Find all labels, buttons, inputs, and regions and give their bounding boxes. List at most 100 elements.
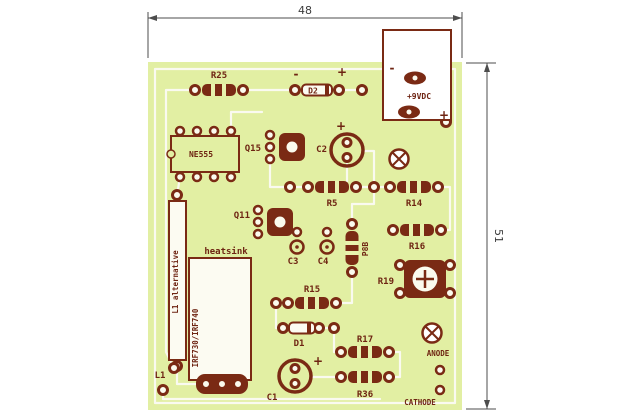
arrowhead-right <box>453 15 462 21</box>
arrowhead-left <box>148 15 157 21</box>
pad <box>252 228 264 240</box>
pad <box>335 346 347 358</box>
pad <box>252 204 264 216</box>
inductor-outline <box>168 200 187 361</box>
resistor-body <box>348 346 382 358</box>
via-pad <box>157 384 169 396</box>
resistor-stripe <box>345 251 359 255</box>
pad <box>208 125 220 137</box>
resistor-r5: R5 <box>302 181 362 209</box>
via-pad <box>368 181 380 193</box>
pad <box>216 378 228 390</box>
pad <box>435 224 447 236</box>
battery-label: +9VDC <box>407 92 431 101</box>
trace <box>268 157 310 189</box>
diode-body <box>288 321 316 335</box>
label-r17: R17 <box>357 335 373 345</box>
board-edge-trace <box>153 67 457 405</box>
resistor-r15: R15 <box>282 285 342 309</box>
pad <box>174 125 186 137</box>
diode-body <box>301 83 333 97</box>
resistor-r16: R16 <box>387 224 447 252</box>
pad <box>232 378 244 390</box>
pad <box>346 266 358 278</box>
pad <box>289 84 301 96</box>
resistor-body <box>202 84 236 96</box>
trace <box>350 185 376 226</box>
pad <box>350 181 362 193</box>
capacitor-ring <box>329 132 365 168</box>
label-p8b: P8B <box>361 242 370 257</box>
diode-d1: D1 <box>277 321 325 349</box>
label-heatsink: heatsink <box>204 246 248 257</box>
battery-plus-sign: + <box>439 108 449 122</box>
pad <box>264 153 276 165</box>
label-ne555: NE555 <box>189 150 213 159</box>
trace <box>229 110 264 133</box>
pad <box>302 181 314 193</box>
ic-ne555: NE555 <box>166 125 240 183</box>
pad <box>289 378 301 389</box>
pad <box>291 226 303 238</box>
capacitor-c4: C4 <box>318 226 335 267</box>
pad <box>289 363 301 374</box>
label-anode: ANODE <box>427 349 450 358</box>
resistor-stripe <box>409 224 413 236</box>
label-r19: R19 <box>378 277 394 287</box>
capacitor-center <box>325 245 329 249</box>
pad <box>321 226 333 238</box>
battery-clip-outline <box>382 29 452 121</box>
label-c4: C4 <box>318 257 329 267</box>
dimension-right: 51 <box>466 62 505 410</box>
battery-connector: +9VDC - + <box>382 29 452 122</box>
c2-plus-sign: + <box>336 119 346 133</box>
pad <box>208 171 220 183</box>
via-pad <box>356 84 368 96</box>
pad <box>383 346 395 358</box>
trace <box>361 149 376 189</box>
battery-minus-sign: - <box>390 61 395 75</box>
resistor-stripe <box>304 297 308 309</box>
pad <box>341 137 353 148</box>
capacitor-ring <box>289 239 305 255</box>
arrowhead-bottom <box>484 400 490 409</box>
transistor-q11: Q11 <box>234 204 293 240</box>
resistor-stripe <box>357 371 361 383</box>
label-d2: D2 <box>308 87 318 96</box>
pad <box>387 224 399 236</box>
pad <box>394 259 406 271</box>
resistor-stripe <box>368 346 372 358</box>
mount-hole-bottom <box>421 322 443 344</box>
pad <box>168 362 180 374</box>
pad <box>277 322 289 334</box>
pad <box>346 218 358 230</box>
pad <box>171 189 183 201</box>
via-pad <box>284 181 296 193</box>
pad <box>264 141 276 153</box>
label-r14: R14 <box>406 199 423 209</box>
resistor-stripe <box>211 84 215 96</box>
label-q15: Q15 <box>245 144 261 154</box>
capacitor-c2: + C2 <box>316 119 365 168</box>
capacitor-ring <box>277 358 313 394</box>
resistor-r36: R36 <box>335 371 395 400</box>
resistor-r14: R14 <box>384 181 444 209</box>
d2-plus-sign: + <box>337 65 347 79</box>
inductor-l1-alternative: L1 alternative <box>168 189 187 372</box>
resistor-stripe <box>406 181 410 193</box>
resistor-stripe <box>368 371 372 383</box>
resistor-r17: R17 <box>335 335 395 358</box>
resistor-body <box>315 181 349 193</box>
resistor-r25: R25 <box>189 71 249 96</box>
resistor-stripe <box>324 181 328 193</box>
resistor-p8b: P8B <box>345 218 370 278</box>
transistor-q15: Q15 <box>245 129 305 165</box>
label-q11: Q11 <box>234 211 250 221</box>
mount-hole-top <box>388 148 410 170</box>
label-c3: C3 <box>288 257 299 267</box>
pad <box>394 287 406 299</box>
ic-notch <box>166 149 176 159</box>
resistor-stripe <box>335 181 339 193</box>
resistor-stripe <box>417 181 421 193</box>
